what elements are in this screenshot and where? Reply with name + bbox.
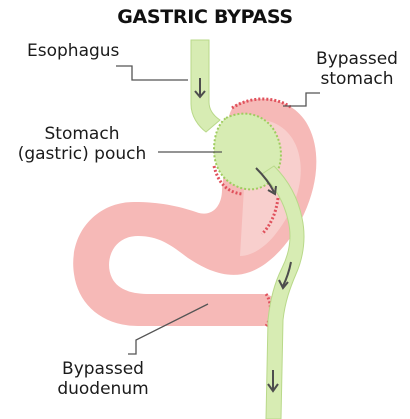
label-stomach-pouch: Stomach (gastric) pouch <box>6 124 158 164</box>
label-stomach-pouch-line2: (gastric) pouch <box>6 144 158 164</box>
label-bypassed-duodenum: Bypassed duodenum <box>48 359 158 399</box>
label-esophagus: Esophagus <box>27 41 119 61</box>
label-bypassed-stomach: Bypassed stomach <box>303 49 410 89</box>
label-bypassed-duodenum-line2: duodenum <box>48 379 158 399</box>
label-stomach-pouch-line1: Stomach <box>6 124 158 144</box>
leader-esophagus <box>116 66 188 80</box>
label-bypassed-stomach-line2: stomach <box>303 69 410 89</box>
label-bypassed-duodenum-line1: Bypassed <box>48 359 158 379</box>
esophagus-tube <box>191 40 220 132</box>
label-bypassed-stomach-line1: Bypassed <box>303 49 410 69</box>
leader-bypassed-stomach <box>283 93 320 106</box>
